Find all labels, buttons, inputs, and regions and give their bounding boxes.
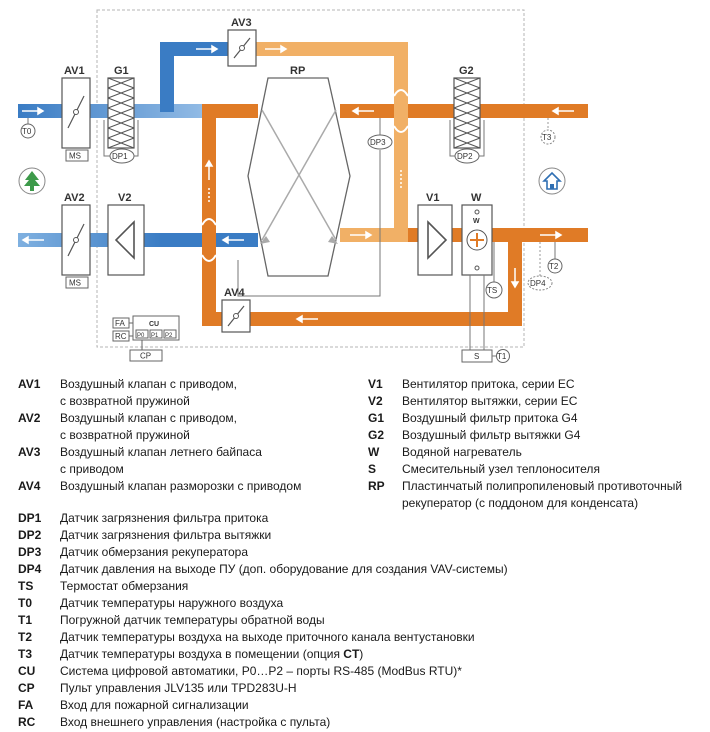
dp4-label: DP4 [530,279,546,288]
dp1-label: DP1 [112,152,128,161]
bypass-duct-orange-vertical [394,42,408,242]
tree-icon [18,167,46,195]
cu-port-p2: P2 [165,333,173,339]
s-label: S [474,352,479,361]
exhaust-crossover [202,219,216,261]
t2-sensor [547,258,563,274]
cu-label: CU [149,321,159,328]
av2-actuator [65,276,89,289]
v1-label: V1 [426,192,439,204]
defrost-bottom [202,312,522,326]
av1-ms-label: MS [69,152,81,161]
ts-label: TS [487,286,497,295]
av4-label: AV4 [224,287,245,299]
av2-ms-label: MS [69,279,81,288]
recuperator [247,77,351,277]
cp-panel [129,349,163,362]
dp2-label: DP2 [457,152,473,161]
v2-label: V2 [118,192,131,204]
bypass-duct-blue-vertical [160,42,174,112]
supply-post-rp-duct [340,228,408,242]
t0-label: T0 [22,127,32,136]
dp3-label: DP3 [370,138,386,147]
rp-label: RP [290,65,305,77]
exhaust-top-link [202,104,258,118]
dp3-sensor [367,134,393,150]
t3-label: T3 [542,133,552,142]
av3-label: AV3 [231,17,252,29]
t0-sensor [20,123,36,139]
supply-outlet-duct [408,228,588,242]
bypass-crossover [394,90,408,132]
av2-label: AV2 [64,192,85,204]
dp2-sensor [454,148,480,164]
ts-sensor [485,281,503,299]
w-label: W [471,192,482,204]
t2-label: T2 [549,262,559,271]
bypass-duct-orange-top [240,42,408,56]
g1-label: G1 [114,65,129,77]
w-inner-label: W [473,218,480,225]
rc-label: RC [115,332,127,341]
unit-outline [96,9,525,348]
cu-port-p1: P1 [151,333,159,339]
av1-actuator [65,149,89,162]
av4-damper [221,299,251,333]
t1-label: T1 [497,352,507,361]
cp-label: CP [140,352,151,361]
t3-sensor [540,129,556,145]
av1-label: AV1 [64,65,85,77]
dp1-sensor [109,148,135,164]
house-icon [538,167,566,195]
cu-port-p0: P0 [137,333,145,339]
g2-label: G2 [459,65,474,77]
t1-sensor [496,349,510,363]
dp4-sensor [527,275,553,291]
ventilation-diagram: RP AV1 MS G1 DP1 T0 AV2 MS V2 AV3 DP3 G2 [18,9,588,363]
fa-label: FA [115,319,125,328]
